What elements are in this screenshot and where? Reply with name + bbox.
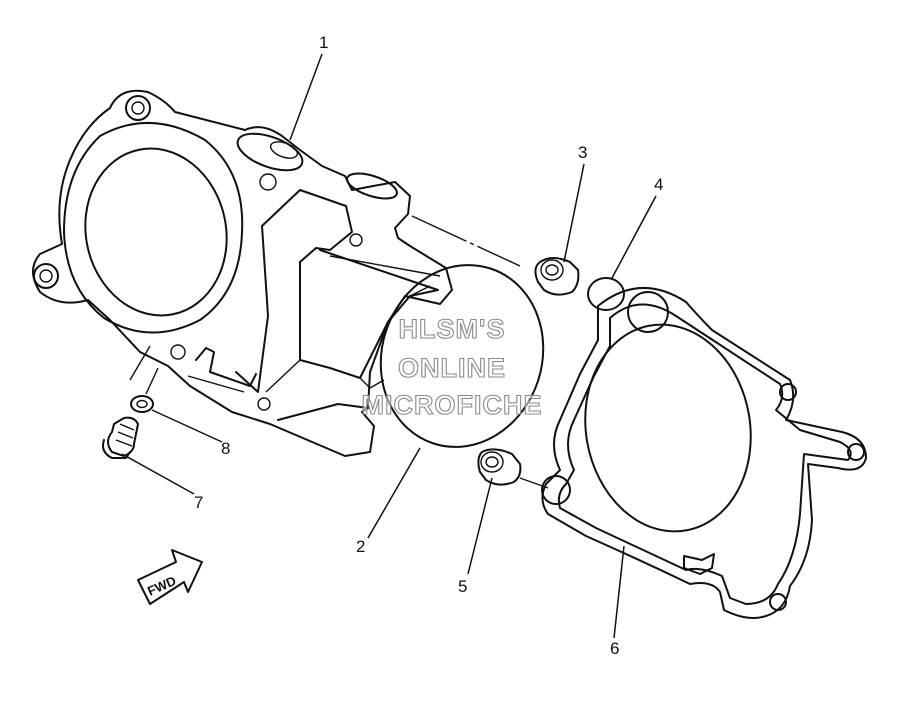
gasket-ring [379,264,545,448]
callout-2: 2 [356,537,365,556]
watermark-line-2: ONLINE [398,353,506,383]
o-ring-4 [587,277,625,311]
cylinder-body [32,89,453,457]
fwd-arrow: FWD [137,549,203,605]
callout-3: 3 [578,143,587,162]
callout-5: 5 [458,577,467,596]
watermark-line-1: HLSM'S [399,314,506,344]
callout-6: 6 [610,639,619,658]
callout-numbers: 1 2 3 4 5 6 7 8 [194,33,663,658]
callout-7: 7 [194,493,203,512]
callout-1: 1 [319,33,328,52]
dowel-pin-3 [534,257,580,296]
bolt-7 [102,416,139,459]
watermark-line-3: MICROFICHE [362,390,543,420]
callout-4: 4 [654,175,663,194]
callout-8: 8 [221,439,230,458]
washer-8 [130,367,159,413]
fwd-label: FWD [145,573,178,599]
cylinder-gasket [519,286,867,619]
leader-lines [121,53,657,639]
dowel-pin-5 [477,448,522,486]
watermark: HLSM'S ONLINE MICROFICHE [361,313,543,420]
alignment-line [411,215,521,267]
